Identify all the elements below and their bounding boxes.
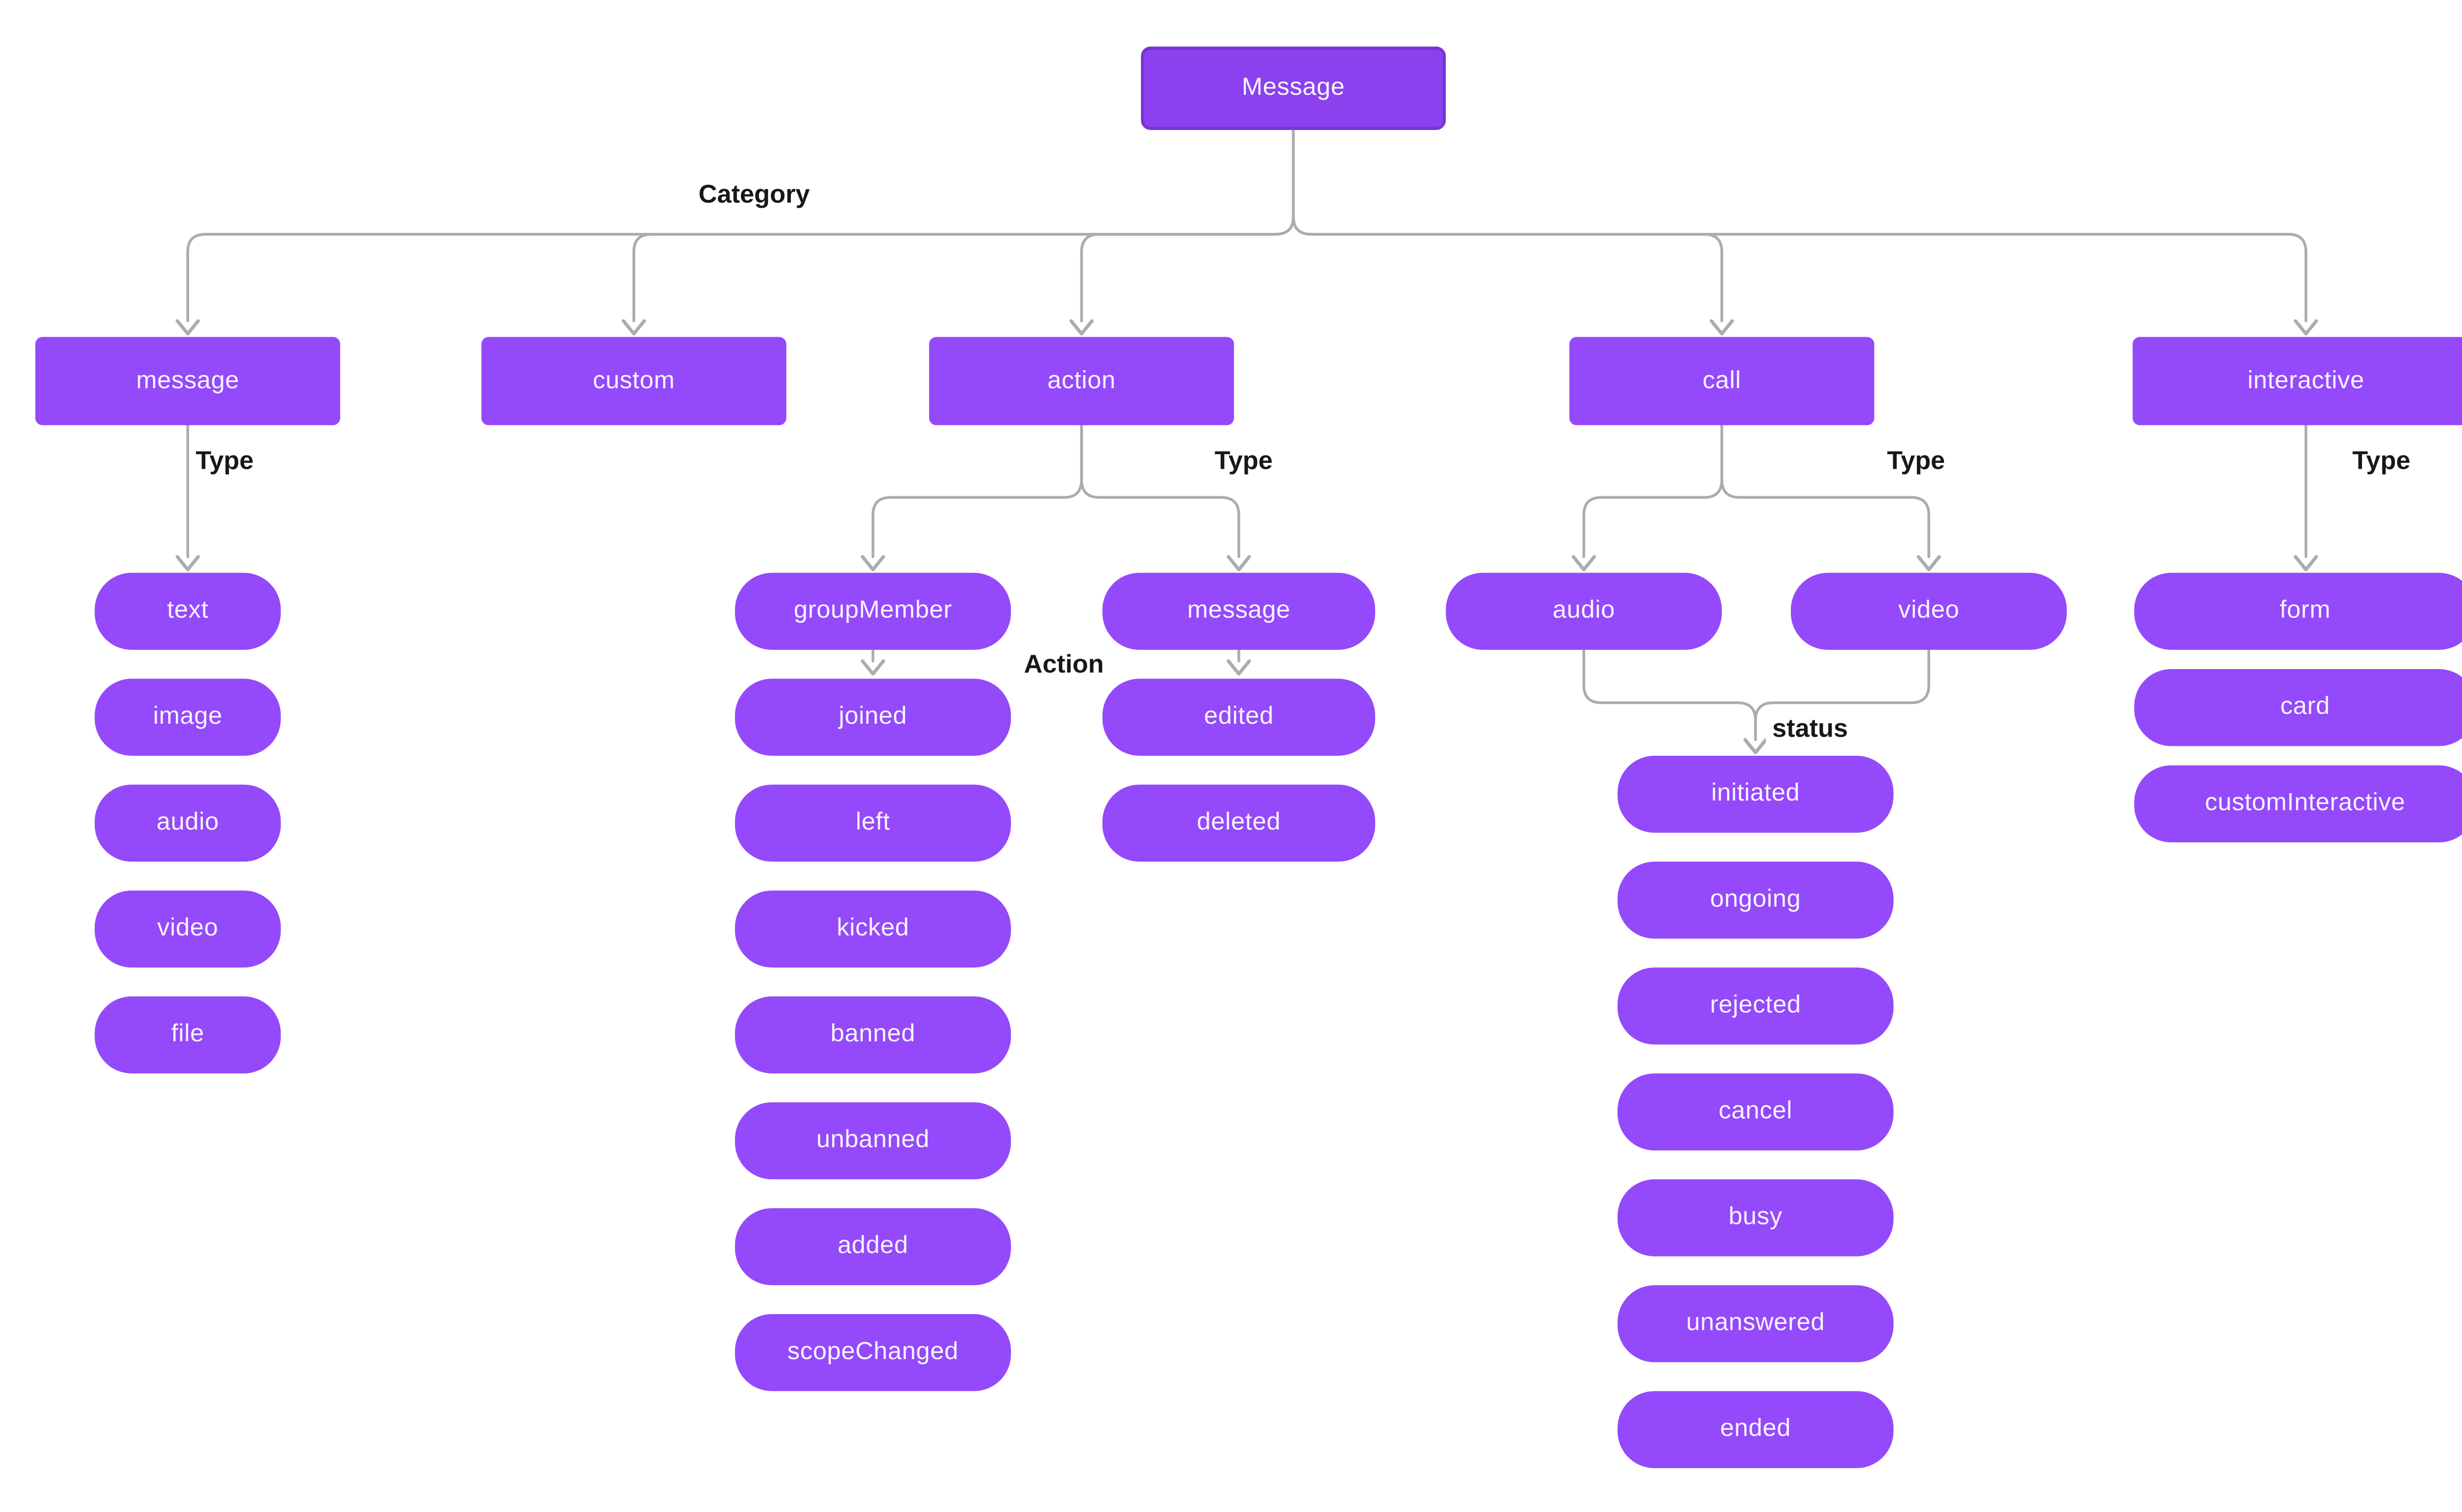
arrowhead-icon: [1227, 659, 1251, 676]
edge-root-to-cat-message: [175, 129, 1295, 336]
node-grp-kicked: kicked: [735, 890, 1011, 968]
node-am-message: message: [1102, 573, 1375, 650]
node-int-customInteractive: customInteractive: [2134, 765, 2462, 842]
edge-root-to-cat-action: [1069, 129, 1295, 336]
arrowhead-icon: [1571, 555, 1596, 572]
arrowhead-icon: [175, 319, 200, 336]
node-msg-file: file: [95, 996, 281, 1074]
node-call-audio: audio: [1446, 573, 1722, 650]
arrowhead-icon: [1743, 738, 1768, 754]
node-grp-groupMember: groupMember: [735, 573, 1011, 650]
edge-am-message-to-am-edited: [1227, 648, 1251, 676]
node-grp-scopeChanged: scopeChanged: [735, 1314, 1011, 1391]
node-msg-video: video: [95, 890, 281, 968]
edge-label-type: Type: [1208, 446, 1279, 478]
arrowhead-icon: [1069, 319, 1094, 336]
arrowhead-icon: [621, 319, 646, 336]
arrowhead-icon: [861, 555, 885, 572]
edge-cat-action-to-grp-groupMember: [861, 423, 1083, 572]
edge-label-type: Type: [2346, 446, 2417, 478]
arrowhead-icon: [2294, 555, 2318, 572]
node-msg-text: text: [95, 573, 281, 650]
node-int-form: form: [2134, 573, 2462, 650]
node-msg-image: image: [95, 678, 281, 756]
node-cat-call: call: [1569, 337, 1875, 425]
node-grp-added: added: [735, 1208, 1011, 1286]
edge-label-category: Category: [692, 180, 816, 212]
node-cat-interactive: interactive: [2133, 337, 2462, 425]
arrowhead-icon: [1227, 555, 1251, 572]
node-root: Message: [1141, 46, 1446, 130]
node-msg-audio: audio: [95, 784, 281, 862]
edge-root-to-cat-interactive: [1292, 129, 2318, 336]
edge-cat-message-to-msg-text: [175, 423, 200, 572]
node-st-ongoing: ongoing: [1617, 862, 1894, 939]
node-am-edited: edited: [1102, 678, 1375, 756]
node-st-busy: busy: [1617, 1179, 1894, 1256]
arrowhead-icon: [861, 659, 885, 676]
arrowhead-icon: [175, 555, 200, 572]
edge-root-to-cat-custom: [621, 129, 1295, 336]
node-grp-joined: joined: [735, 678, 1011, 756]
node-cat-action: action: [929, 337, 1234, 425]
edge-call-video-to-st-initiated: [1743, 648, 1930, 754]
node-st-cancel: cancel: [1617, 1073, 1894, 1151]
node-cat-custom: custom: [481, 337, 786, 425]
edge-cat-call-to-call-video: [1720, 423, 1941, 572]
node-am-deleted: deleted: [1102, 784, 1375, 862]
edge-cat-call-to-call-audio: [1571, 423, 1723, 572]
edge-label-type: Type: [1880, 446, 1952, 478]
node-grp-banned: banned: [735, 996, 1011, 1074]
node-st-unanswered: unanswered: [1617, 1285, 1894, 1362]
node-grp-left: left: [735, 784, 1011, 862]
arrowhead-icon: [1916, 555, 1941, 572]
edge-cat-interactive-to-int-form: [2294, 423, 2318, 572]
node-call-video: video: [1790, 573, 2067, 650]
edge-cat-action-to-am-message: [1080, 423, 1251, 572]
edge-grp-groupMember-to-grp-joined: [861, 648, 885, 676]
arrowhead-icon: [1710, 319, 1734, 336]
node-int-card: card: [2134, 669, 2462, 746]
edge-label-type: Type: [189, 446, 260, 478]
arrowhead-icon: [2294, 319, 2318, 336]
edge-label-status: status: [1766, 714, 1854, 746]
node-st-rejected: rejected: [1617, 967, 1894, 1045]
edge-call-audio-to-st-initiated: [1582, 648, 1768, 754]
node-st-ended: ended: [1617, 1391, 1894, 1468]
edge-root-to-cat-call: [1292, 129, 1734, 336]
node-cat-message: message: [35, 337, 340, 425]
node-st-initiated: initiated: [1617, 755, 1894, 833]
edge-label-action: Action: [1017, 650, 1110, 682]
node-grp-unbanned: unbanned: [735, 1102, 1011, 1180]
